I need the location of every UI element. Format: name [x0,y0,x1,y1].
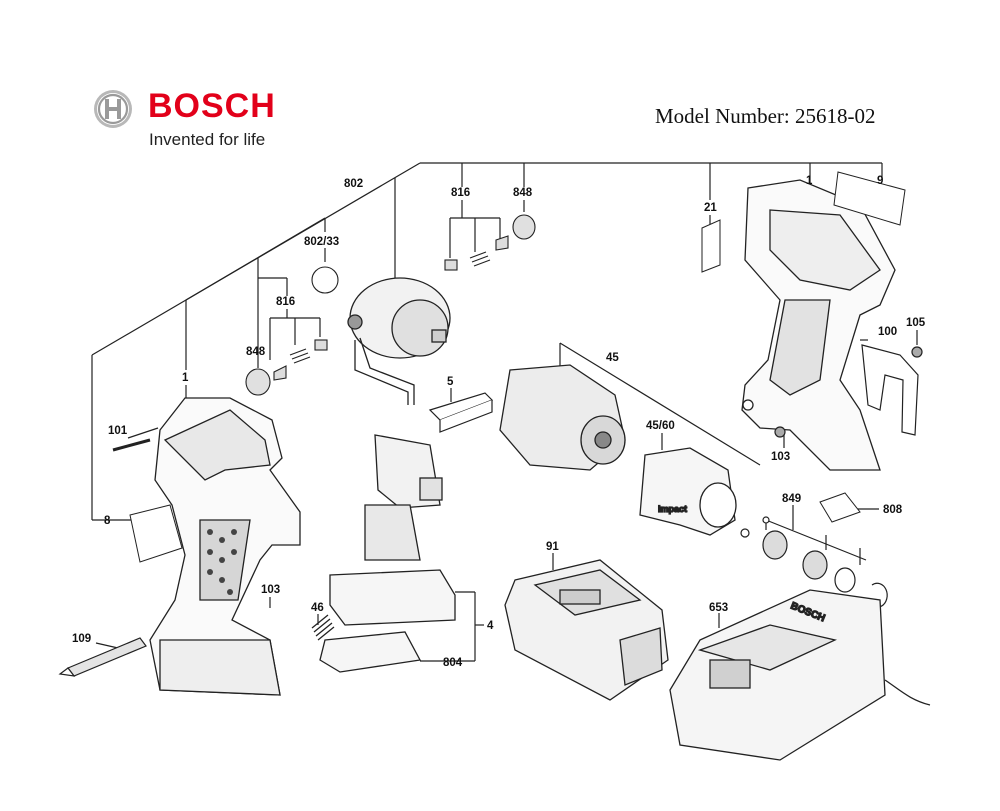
callout-5: 5 [447,376,454,388]
callout-802: 802 [344,178,363,190]
callout-109: 109 [72,633,91,645]
bit-109 [58,637,147,677]
callout-848-left: 848 [246,346,266,358]
battery-pack [504,559,669,701]
clip-100 [774,344,923,438]
charger: BOSCH [669,589,931,761]
housing-half-left [149,397,301,696]
callout-103-right: 103 [771,451,790,463]
callout-802-33: 802/33 [304,236,339,248]
model-number: Model Number: 25618-02 [655,104,876,128]
impact-label: impact [658,504,687,514]
callout-4: 4 [487,620,494,632]
callout-100: 100 [878,326,897,338]
brand-tagline: Invented for life [149,130,266,149]
bosch-armature-logo [94,90,132,128]
small-parts-top [112,214,536,452]
callout-8: 8 [104,515,111,527]
callout-1-top: 1 [806,175,813,187]
callout-101: 101 [108,425,128,437]
callout-45: 45 [606,352,619,364]
callout-848-top: 848 [513,187,533,199]
housing-half-right [741,179,896,471]
callout-816-left: 816 [276,296,295,308]
leader-lines [91,162,918,662]
callout-808: 808 [883,504,903,516]
callout-105: 105 [906,317,926,329]
callout-816-top: 816 [451,187,470,199]
callout-labels: 802 816 848 21 1 9 802/33 816 848 1 101 … [72,175,926,669]
motor-assembly [347,277,451,405]
callout-653: 653 [709,602,728,614]
callout-46: 46 [311,602,324,614]
callout-103-left: 103 [261,584,280,596]
callout-804: 804 [443,657,463,669]
brand-name: BOSCH [148,87,276,125]
callout-9: 9 [877,175,883,187]
label-plates [129,171,906,563]
front-cover-4560: impact [639,447,737,536]
switch-and-base [311,434,456,673]
pad-5 [428,392,494,433]
callout-91: 91 [546,541,559,553]
callout-1-left: 1 [182,372,189,384]
gear-housing [499,364,626,471]
callout-21: 21 [704,202,717,214]
callout-849: 849 [782,493,801,505]
callout-45-60: 45/60 [646,420,675,432]
